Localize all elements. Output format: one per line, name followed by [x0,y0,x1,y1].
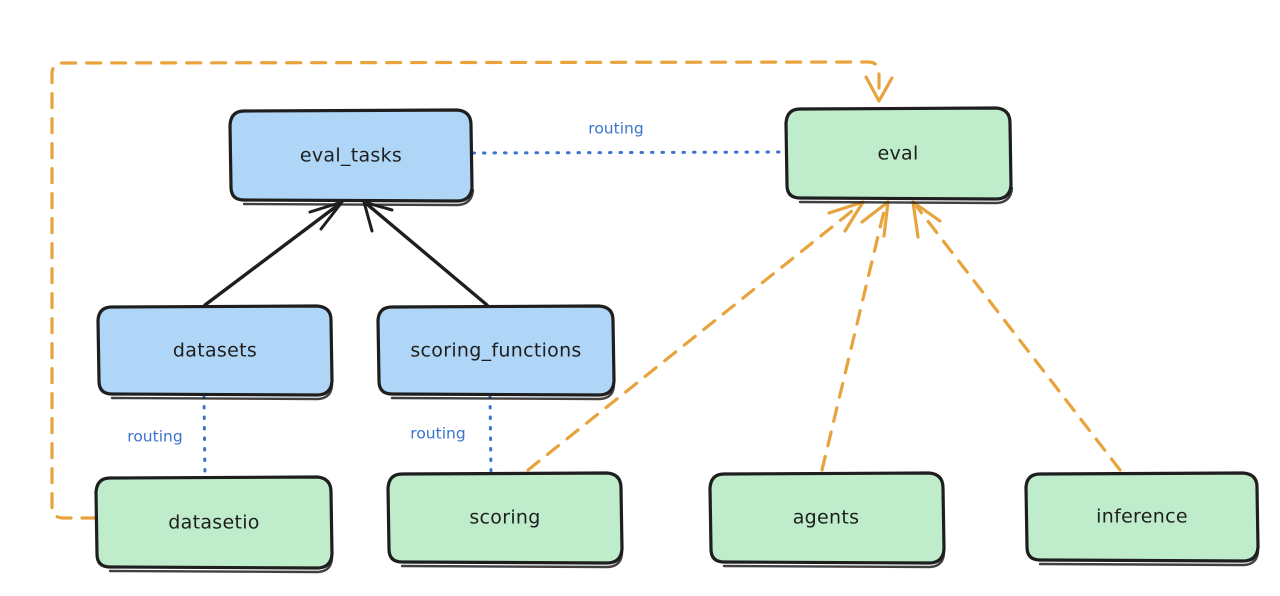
edge-inference-to-eval[interactable] [911,200,1122,472]
node-datasetio[interactable]: datasetio [94,475,334,574]
edge-sf-to-scoring[interactable] [488,394,493,476]
edge-labels-layer: routing routing routing [127,120,643,446]
node-scoring-functions[interactable]: scoring_functions [376,304,616,401]
edge-agents-to-eval[interactable] [820,200,890,472]
node-eval-tasks[interactable]: eval_tasks [228,108,475,207]
edge-label-routing-datasetio: routing [127,428,182,446]
node-agents[interactable]: agents [708,471,946,569]
node-label-datasets: datasets [173,340,257,362]
edge-label-routing-scoring: routing [410,425,465,443]
black-solid-edges [203,200,489,307]
node-label-inference: inference [1096,506,1188,528]
nodes-layer: eval_tasks eval datasets scoring_functio… [94,106,1260,574]
blue-routing-edges [202,150,787,480]
edge-datasets-to-evaltasks[interactable] [203,200,344,307]
node-scoring[interactable]: scoring [386,471,624,569]
node-label-eval: eval [877,143,918,165]
edge-evaltasks-to-eval[interactable] [471,150,787,155]
node-label-scoring: scoring [469,507,540,529]
node-label-agents: agents [793,507,860,529]
node-inference[interactable]: inference [1024,471,1260,567]
edge-sf-to-evaltasks[interactable] [362,200,489,307]
node-label-eval-tasks: eval_tasks [300,145,402,167]
edge-datasets-to-datasetio[interactable] [202,394,207,480]
node-datasets[interactable]: datasets [96,304,334,401]
edge-datasetio-to-eval[interactable] [50,60,894,520]
node-label-scoring-functions: scoring_functions [410,340,581,362]
node-label-datasetio: datasetio [168,512,259,534]
edge-label-routing-eval: routing [588,120,643,138]
node-eval[interactable]: eval [784,106,1014,205]
